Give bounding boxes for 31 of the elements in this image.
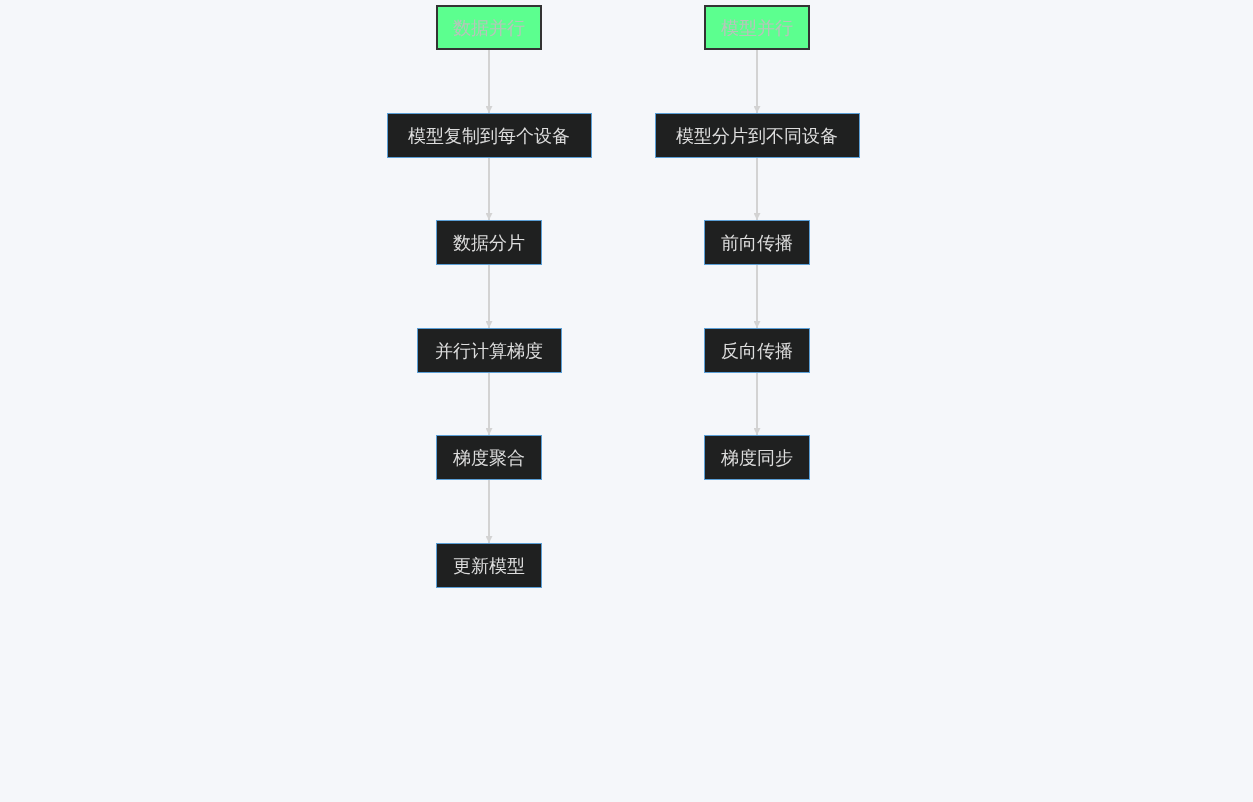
box-label: 数据并行 [453, 15, 525, 40]
process-box [436, 543, 542, 588]
arrow [753, 157, 761, 221]
process-box [704, 220, 810, 265]
arrow [485, 49, 493, 114]
process-box [704, 435, 810, 480]
process-box [436, 435, 542, 480]
box-label: 更新模型 [453, 553, 525, 578]
box-label: 梯度聚合 [453, 445, 525, 470]
process-box [704, 328, 810, 373]
box-label: 数据分片 [453, 230, 525, 255]
box-label: 反向传播 [721, 338, 793, 363]
box-label: 模型并行 [721, 15, 793, 40]
box-label: 梯度同步 [721, 445, 793, 470]
arrow [753, 372, 761, 436]
arrow [485, 264, 493, 329]
arrow [753, 49, 761, 114]
arrow [485, 372, 493, 436]
arrow [485, 479, 493, 544]
box-label: 前向传播 [721, 230, 793, 255]
start-box [436, 5, 542, 50]
process-box [386, 113, 592, 158]
process-box [436, 220, 542, 265]
arrow [485, 157, 493, 221]
process-box [416, 328, 562, 373]
box-label: 模型分片到不同设备 [676, 123, 838, 148]
start-box [704, 5, 810, 50]
box-label: 并行计算梯度 [435, 338, 543, 363]
box-label: 模型复制到每个设备 [408, 123, 570, 148]
arrow [753, 264, 761, 329]
process-box [654, 113, 860, 158]
